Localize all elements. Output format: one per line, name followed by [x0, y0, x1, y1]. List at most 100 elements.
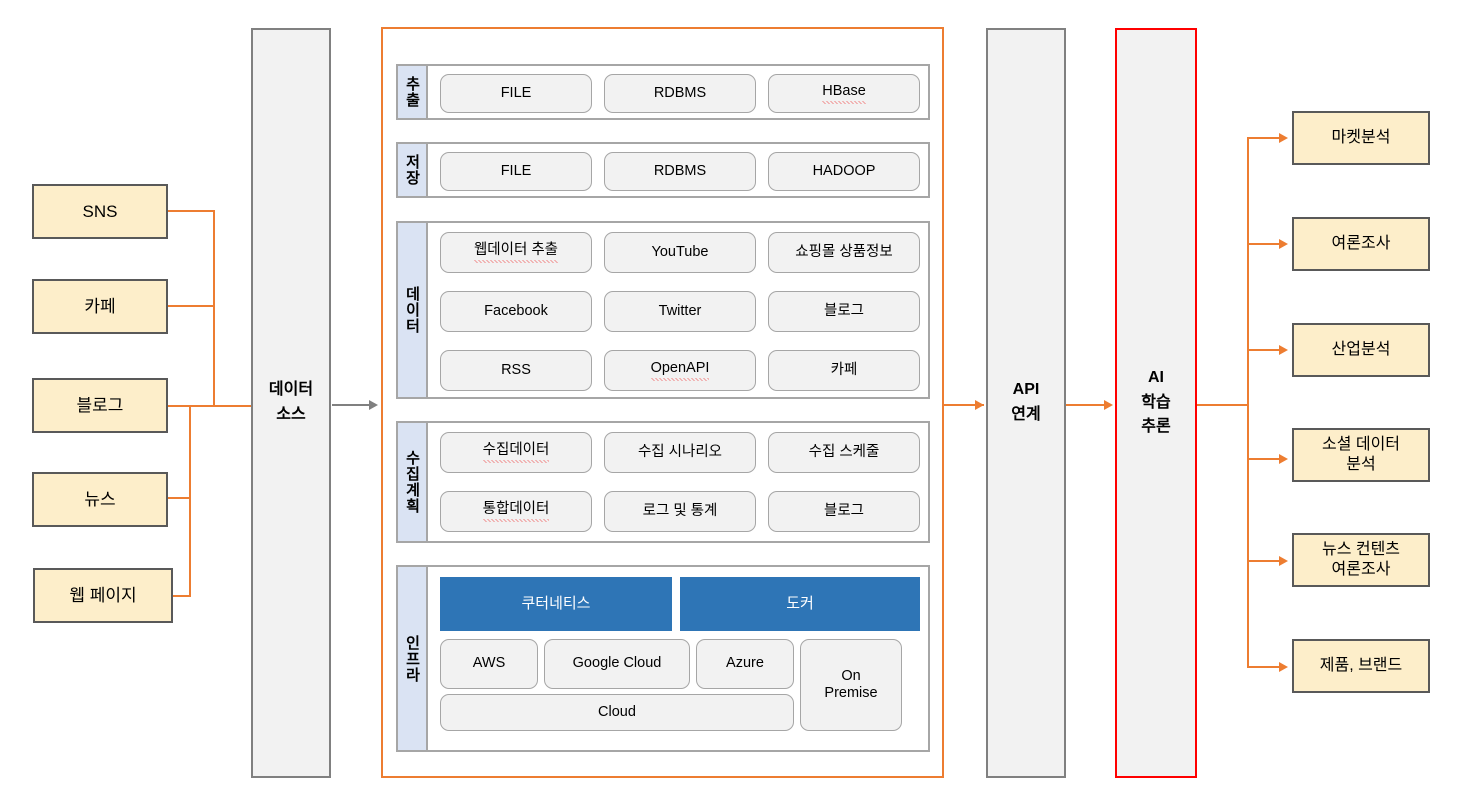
output-box-label: 제품, 브랜드 [1319, 657, 1403, 674]
source-box-label: SNS [82, 201, 118, 221]
chip-youtube[interactable]: YouTube [604, 232, 756, 273]
group-collection-plan-body: 수집데이터 수집 시나리오 수집 스케줄 통합데이터 로그 및 통계 블로그 [428, 423, 928, 541]
pillar-ai[interactable]: AI 학습 추론 [1115, 28, 1197, 778]
chip-blog-plan[interactable]: 블로그 [768, 491, 920, 532]
group-extract: 추출 FILE RDBMS HBase [396, 64, 930, 120]
chip-azure[interactable]: Azure [696, 639, 794, 689]
pillar-data-source[interactable]: 데이터 소스 [251, 28, 331, 778]
pillar-ai-line3: 추론 [1141, 418, 1171, 436]
source-box-cafe[interactable]: 카페 [32, 279, 168, 334]
chip-aws[interactable]: AWS [440, 639, 538, 689]
chip-file[interactable]: FILE [440, 74, 592, 113]
chip-cloud[interactable]: Cloud [440, 694, 794, 731]
arrow-out-5 [1279, 556, 1288, 566]
chip-rdbms[interactable]: RDBMS [604, 74, 756, 113]
output-box-news-content-opinion[interactable]: 뉴스 컨텐츠 여론조사 [1292, 533, 1430, 587]
chip-collect-schedule[interactable]: 수집 스케줄 [768, 432, 920, 473]
group-data: 데이터 웹데이터 추출 YouTube 쇼핑몰 상품정보 Facebook Tw… [396, 221, 930, 399]
source-box-blog[interactable]: 블로그 [32, 378, 168, 433]
connector-news [168, 497, 191, 499]
output-box-label: 소셜 데이터 분석 [1321, 436, 1401, 473]
connector-out-4 [1247, 458, 1283, 460]
connector-news-vertical [189, 405, 191, 597]
connector-out-2 [1247, 243, 1283, 245]
group-extract-label: 추출 [398, 66, 428, 118]
pillar-api-line1: API [1012, 381, 1040, 399]
chip-kubernetes[interactable]: 쿠터네티스 [440, 577, 672, 631]
chip-collect-scenario[interactable]: 수집 시나리오 [604, 432, 756, 473]
connector-cafe [168, 305, 215, 307]
pillar-ai-line2: 학습 [1141, 393, 1171, 411]
output-box-label: 산업분석 [1331, 341, 1391, 358]
chip-blog[interactable]: 블로그 [768, 291, 920, 332]
chip-facebook[interactable]: Facebook [440, 291, 592, 332]
chip-rss[interactable]: RSS [440, 350, 592, 391]
chip-openapi[interactable]: OpenAPI [604, 350, 756, 391]
source-box-webpage[interactable]: 웹 페이지 [33, 568, 173, 623]
chip-cafe[interactable]: 카페 [768, 350, 920, 391]
arrow-platform-to-api [975, 400, 984, 410]
chip-collect-data[interactable]: 수집데이터 [440, 432, 592, 473]
output-box-product-brand[interactable]: 제품, 브랜드 [1292, 639, 1430, 693]
chip-shopping-mall[interactable]: 쇼핑몰 상품정보 [768, 232, 920, 273]
connector-out-bus [1247, 137, 1249, 667]
output-box-label: 뉴스 컨텐츠 여론조사 [1321, 541, 1401, 578]
source-box-label: 카페 [84, 296, 116, 316]
pillar-api[interactable]: API 연계 [986, 28, 1066, 778]
chip-rdbms-storage[interactable]: RDBMS [604, 152, 756, 191]
connector-out-6 [1247, 666, 1283, 668]
arrow-out-1 [1279, 133, 1288, 143]
output-box-market-analysis[interactable]: 마켓분석 [1292, 111, 1430, 165]
connector-source-to-platform [332, 404, 370, 406]
group-data-body: 웹데이터 추출 YouTube 쇼핑몰 상품정보 Facebook Twitte… [428, 223, 928, 397]
arrow-out-4 [1279, 454, 1288, 464]
group-data-label: 데이터 [398, 223, 428, 397]
chip-hadoop[interactable]: HADOOP [768, 152, 920, 191]
group-collection-plan-label: 수집계획 [398, 423, 428, 541]
chip-hbase[interactable]: HBase [768, 74, 920, 113]
chip-file-storage[interactable]: FILE [440, 152, 592, 191]
output-box-industry-analysis[interactable]: 산업분석 [1292, 323, 1430, 377]
arrow-out-6 [1279, 662, 1288, 672]
chip-google-cloud[interactable]: Google Cloud [544, 639, 690, 689]
group-storage-body: FILE RDBMS HADOOP [428, 144, 928, 196]
output-box-label: 마켓분석 [1331, 129, 1391, 146]
pillar-api-line2: 연계 [1011, 406, 1041, 423]
group-collection-plan: 수집계획 수집데이터 수집 시나리오 수집 스케줄 통합데이터 로그 및 통계 … [396, 421, 930, 543]
output-box-label: 여론조사 [1331, 235, 1391, 252]
pillar-ai-line1: AI [1148, 368, 1164, 386]
group-infra: 인프라 쿠터네티스 도커 AWS Google Cloud Azure On P… [396, 565, 930, 752]
connector-sns [168, 210, 215, 212]
arrow-source-to-platform [369, 400, 378, 410]
chip-web-data-extract[interactable]: 웹데이터 추출 [440, 232, 592, 273]
output-box-public-opinion[interactable]: 여론조사 [1292, 217, 1430, 271]
group-infra-body: 쿠터네티스 도커 AWS Google Cloud Azure On Premi… [428, 567, 928, 750]
group-extract-body: FILE RDBMS HBase [428, 66, 928, 118]
chip-integrated-data[interactable]: 통합데이터 [440, 491, 592, 532]
connector-out-3 [1247, 349, 1283, 351]
source-box-label: 뉴스 [84, 489, 116, 509]
connector-platform-to-api [944, 404, 984, 406]
pillar-data-source-line1: 데이터 [268, 381, 314, 399]
pillar-data-source-line2: 소스 [276, 406, 306, 423]
output-box-social-data-analysis[interactable]: 소셜 데이터 분석 [1292, 428, 1430, 482]
arrow-out-2 [1279, 239, 1288, 249]
source-box-label: 블로그 [76, 395, 124, 415]
platform-panel: 추출 FILE RDBMS HBase 저장 FILE RDBMS [381, 27, 944, 778]
connector-ai-out [1197, 404, 1249, 406]
source-box-label: 웹 페이지 [69, 585, 137, 605]
source-box-news[interactable]: 뉴스 [32, 472, 168, 527]
chip-on-premise[interactable]: On Premise [800, 639, 902, 731]
connector-blog [168, 405, 251, 407]
connector-webpage [173, 595, 191, 597]
chip-docker[interactable]: 도커 [680, 577, 920, 631]
chip-twitter[interactable]: Twitter [604, 291, 756, 332]
arrow-api-to-ai [1104, 400, 1113, 410]
group-storage-label: 저장 [398, 144, 428, 196]
arrow-out-3 [1279, 345, 1288, 355]
connector-out-1 [1247, 137, 1283, 139]
source-box-sns[interactable]: SNS [32, 184, 168, 239]
chip-log-stats[interactable]: 로그 및 통계 [604, 491, 756, 532]
group-infra-label: 인프라 [398, 567, 428, 750]
